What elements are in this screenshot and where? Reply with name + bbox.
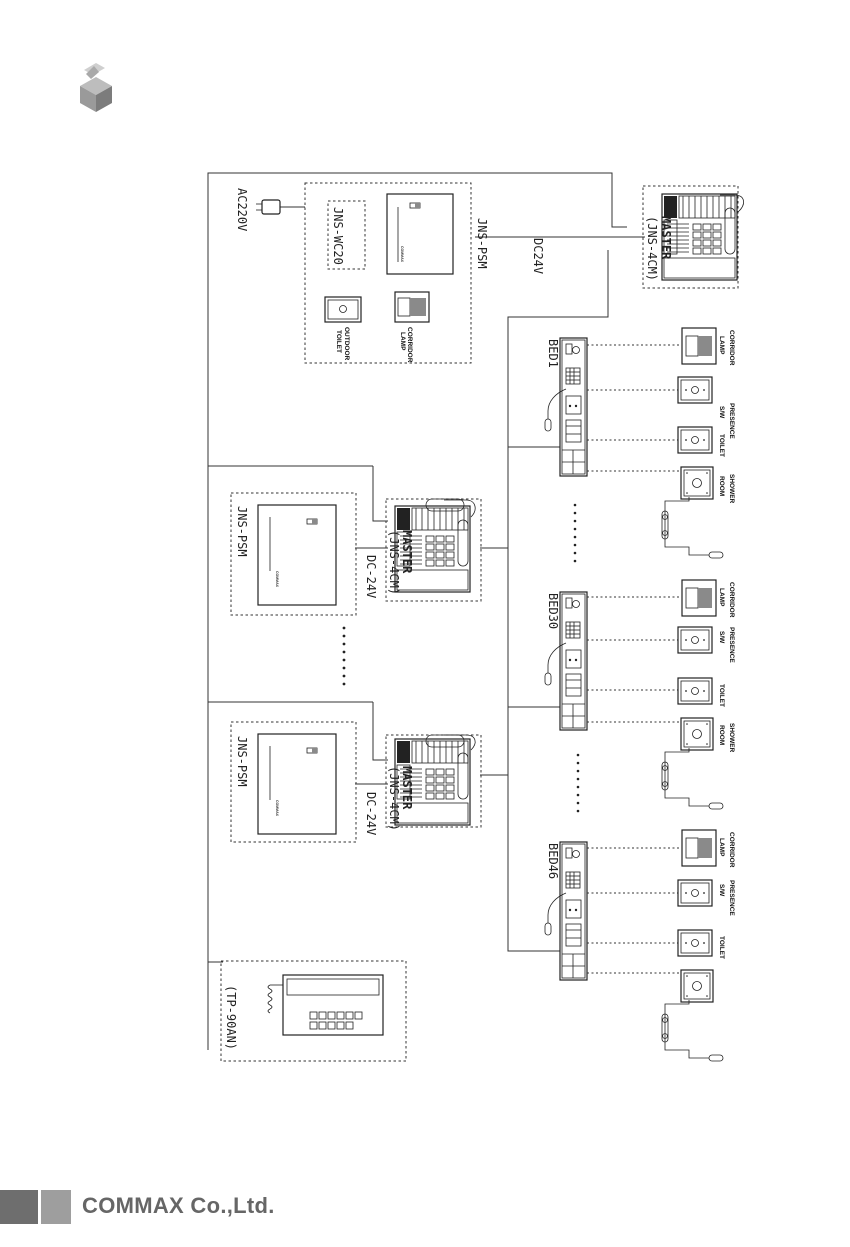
svg-text:OUTDOOR: OUTDOOR [343,327,350,361]
tp-label: (TP-90AN) [224,985,238,1050]
master-station-top: MASTER (JNS-4CM) [642,185,744,289]
svg-text:PRESENCE: PRESENCE [728,880,735,916]
outdoor-toilet-unit: OUTDOOR TOILET [324,296,362,361]
bed30-peripherals: CORRIDOR LAMP PRESENCE S/W TOILET SHOWER… [587,579,735,810]
cube-logo-icon [80,63,112,112]
master-station-low: MASTER (JNS-4CM) [385,734,482,831]
ac-label: AC220V [235,188,249,231]
svg-text:TOILET: TOILET [335,330,342,353]
ellipsis-dots-1 [573,503,577,563]
wc20-box [327,200,366,270]
svg-text:PRESENCE: PRESENCE [728,403,735,439]
ac-plug-icon [256,199,305,215]
footer-block-light [41,1190,71,1224]
bed-station-1: BED1 [544,337,588,477]
svg-text:(JNS-4CM): (JNS-4CM) [387,530,401,595]
psm-label-mid: JNS-PSM [235,506,249,557]
svg-text:CORRIDOR: CORRIDOR [728,330,735,366]
svg-text:S/W: S/W [718,884,725,897]
psm-group-mid: JNS-PSM [230,492,357,616]
svg-text:BED1: BED1 [546,339,560,368]
bed-station-46: BED46 [544,841,588,981]
psm-group-top: COMMAX JNS-WC20 CORRIDOR LAMP OUTDOOR TO… [304,182,489,364]
svg-text:LAMP: LAMP [718,336,725,355]
psm-label-low: JNS-PSM [235,736,249,787]
svg-text:TOILET: TOILET [718,936,725,959]
svg-text:CORRIDOR: CORRIDOR [728,832,735,868]
corridor-lamp-unit: CORRIDOR LAMP [394,291,430,363]
svg-text:SHOWER: SHOWER [728,723,735,753]
svg-text:MASTER: MASTER [400,766,414,810]
dc-24-label-low: DC-24V [364,792,378,835]
svg-text:BED46: BED46 [546,843,560,879]
svg-text:LAMP: LAMP [718,838,725,857]
ellipsis-dots-2 [576,753,580,813]
svg-text:BED30: BED30 [546,593,560,629]
svg-text:CORRIDOR: CORRIDOR [406,327,413,363]
svg-text:TOILET: TOILET [718,434,725,457]
ellipsis-dots-mid [342,626,346,686]
footer-block-dark [0,1190,38,1224]
svg-text:ROOM: ROOM [718,476,725,496]
svg-text:TOILET: TOILET [718,684,725,707]
dc-24-label-mid: DC-24V [364,555,378,598]
svg-text:LAMP: LAMP [718,588,725,607]
svg-text:ROOM: ROOM [718,725,725,745]
svg-text:S/W: S/W [718,631,725,644]
main-wiring [207,172,645,1050]
brand-label: COMMAX [400,246,404,263]
psm-label-top: JNS-PSM [475,218,489,269]
svg-text:S/W: S/W [718,406,725,419]
svg-text:SHOWER: SHOWER [728,474,735,504]
svg-text:LAMP: LAMP [399,332,406,351]
svg-text:PRESENCE: PRESENCE [728,627,735,663]
svg-text:CORRIDOR: CORRIDOR [728,582,735,618]
company-name: COMMAX Co.,Ltd. [82,1193,275,1218]
wc20-label: JNS-WC20 [331,207,345,265]
telephone-tp90an: (TP-90AN) [220,960,407,1062]
dc-label-top: DC24V [531,238,545,274]
bed46-peripherals: CORRIDOR LAMP PRESENCE S/W TOILET [587,829,735,1062]
svg-text:(JNS-4CM): (JNS-4CM) [387,766,401,831]
svg-text:MASTER: MASTER [659,216,673,260]
bed-station-30: BED30 [544,591,588,731]
svg-text:(JNS-4CM): (JNS-4CM) [645,216,659,281]
psm-group-low: JNS-PSM [230,721,357,843]
bed1-peripherals: CORRIDOR LAMP PRESENCE S/W TOILET SHOWER… [587,327,735,559]
svg-text:MASTER: MASTER [400,530,414,574]
master-station-mid: MASTER (JNS-4CM) [385,498,482,602]
footer-bar: COMMAX Co.,Ltd. [0,1190,360,1224]
